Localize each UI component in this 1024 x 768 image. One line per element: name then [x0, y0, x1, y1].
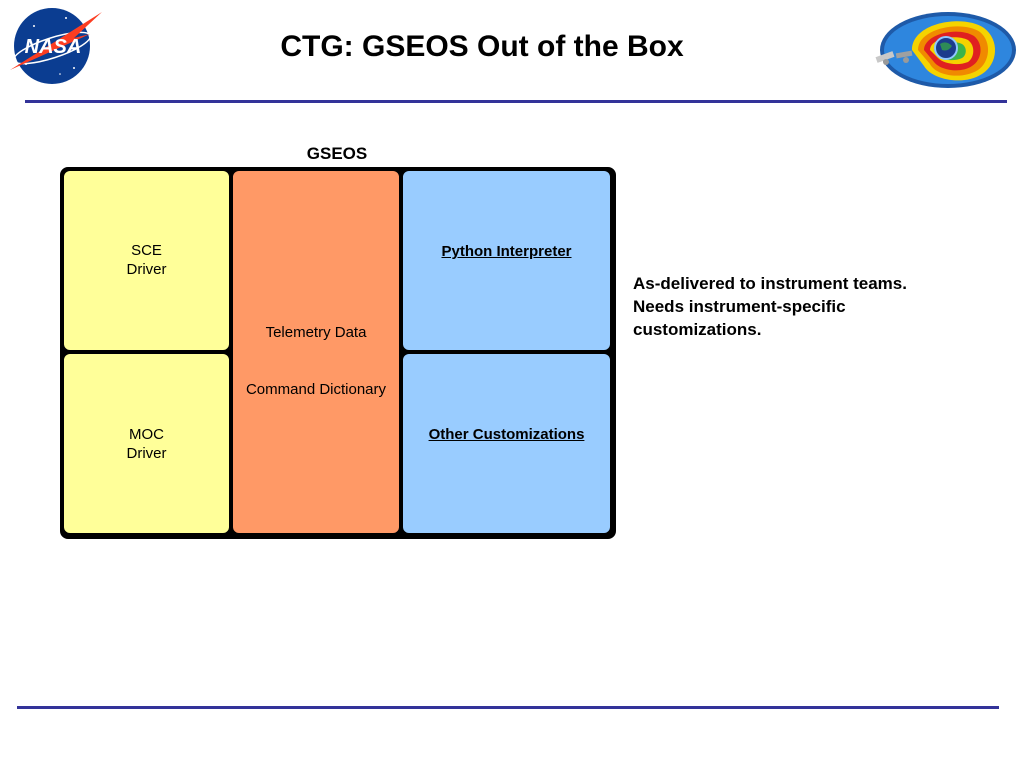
moc-driver-label: MOC Driver	[127, 425, 167, 463]
mission-logo	[875, 12, 1016, 88]
moc-driver-box: MOC Driver	[62, 352, 231, 535]
sce-driver-line-1: SCE	[131, 241, 162, 259]
other-customizations-box: Other Customizations	[401, 352, 612, 535]
telemetry-command-box: Telemetry Data Command Dictionary	[231, 169, 401, 535]
python-interpreter-box: Python Interpreter	[401, 169, 612, 352]
gseos-container-label: GSEOS	[306, 144, 368, 163]
page-title: CTG: GSEOS Out of the Box	[280, 30, 684, 63]
nasa-logo: NASA	[10, 8, 102, 84]
moc-driver-line-2: Driver	[126, 444, 167, 462]
header-divider	[25, 100, 1007, 103]
note-line-2: Needs instrument-specific	[633, 297, 846, 316]
other-customizations-label: Other Customizations	[428, 426, 585, 443]
delivery-note: As-delivered to instrument teams. Needs …	[633, 272, 973, 341]
sce-driver-line-2: Driver	[126, 260, 167, 278]
note-line-3: customizations.	[633, 320, 762, 339]
svg-text:NASA: NASA	[25, 36, 82, 58]
sce-driver-box: SCE Driver	[62, 169, 231, 352]
moc-driver-line-1: MOC	[129, 425, 164, 443]
footer-divider	[17, 706, 999, 709]
note-line-1: As-delivered to instrument teams.	[633, 274, 907, 293]
telemetry-data-label: Telemetry Data	[265, 324, 367, 341]
python-interpreter-label: Python Interpreter	[441, 243, 572, 260]
command-dictionary-label: Command Dictionary	[245, 381, 387, 398]
sce-driver-label: SCE Driver	[127, 241, 167, 279]
